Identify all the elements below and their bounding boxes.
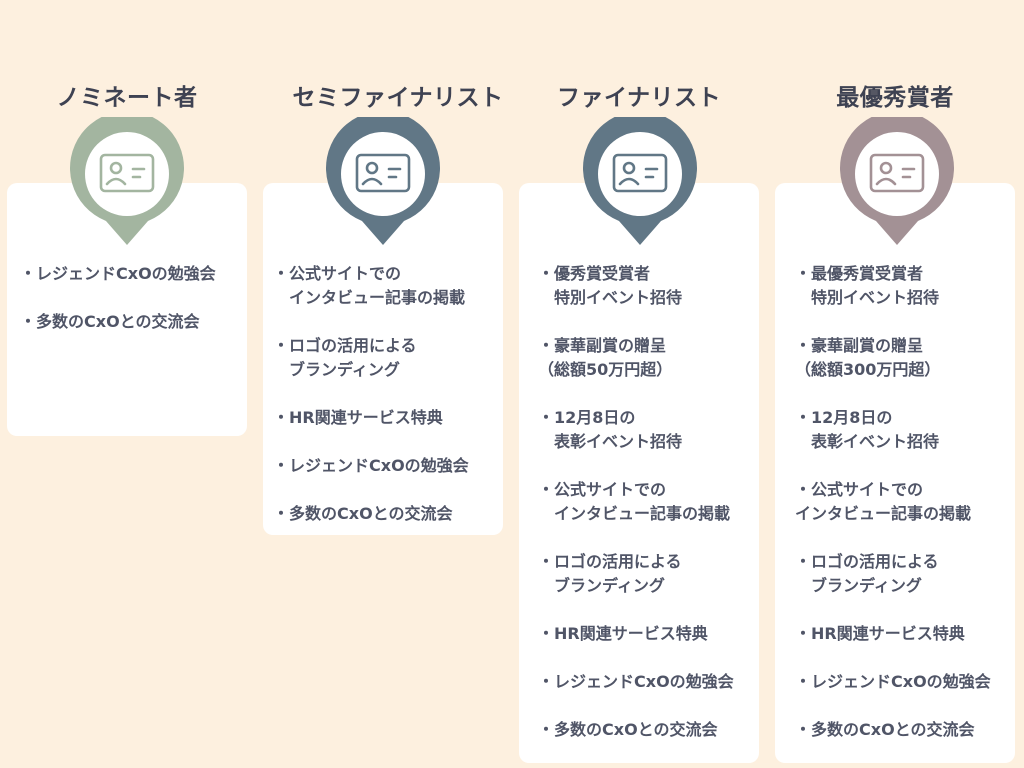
benefit-item: ・ロゴの活用による ブランディング: [273, 336, 417, 379]
benefit-item: ・レジェンドCxOの勉強会: [538, 672, 734, 691]
pin-marker: [70, 117, 184, 247]
benefit-item: ・公式サイトでの インタビュー記事の掲載: [538, 480, 731, 523]
pin-marker: [840, 117, 954, 247]
benefit-item: ・レジェンドCxOの勉強会: [20, 264, 216, 283]
benefit-item: ・公式サイトでの インタビュー記事の掲載: [273, 264, 466, 307]
benefit-item: ・多数のCxOとの交流会: [538, 720, 718, 739]
pin-shape: [840, 117, 954, 245]
benefit-item: ・多数のCxOとの交流会: [20, 312, 200, 331]
pin-marker: [326, 117, 440, 247]
tier-title: ファイナリスト: [556, 85, 722, 111]
pin-shape: [70, 117, 184, 245]
benefit-item: ・HR関連サービス特典: [273, 408, 443, 427]
benefit-item: ・豪華副賞の贈呈 （総額50万円超）: [538, 336, 673, 379]
pin-shape: [326, 117, 440, 245]
benefit-item: ・ロゴの活用による ブランディング: [538, 552, 682, 595]
benefit-item: ・優秀賞受賞者 特別イベント招待: [538, 264, 683, 307]
tier-title: セミファイナリスト: [292, 85, 504, 111]
benefit-item: ・HR関連サービス特典: [795, 624, 965, 643]
benefit-card: [775, 183, 1015, 763]
benefit-item: ・最優秀賞受賞者 特別イベント招待: [795, 264, 940, 307]
benefit-item: ・公式サイトでの インタビュー記事の掲載: [795, 480, 972, 523]
benefit-item: ・多数のCxOとの交流会: [273, 504, 453, 523]
benefit-item: ・12月8日の 表彰イベント招待: [795, 408, 940, 451]
benefit-item: ・HR関連サービス特典: [538, 624, 708, 643]
benefit-item: ・豪華副賞の贈呈 （総額300万円超）: [795, 336, 941, 379]
id-card-icon: [869, 153, 925, 193]
pin-shape: [583, 117, 697, 245]
id-card-icon: [355, 153, 411, 193]
benefit-item: ・ロゴの活用による ブランディング: [795, 552, 939, 595]
benefit-item: ・レジェンドCxOの勉強会: [795, 672, 991, 691]
pin-marker: [583, 117, 697, 247]
tier-title: ノミネート者: [56, 85, 198, 111]
benefit-card: [519, 183, 759, 763]
benefit-item: ・多数のCxOとの交流会: [795, 720, 975, 739]
id-card-icon: [612, 153, 668, 193]
tier-title: 最優秀賞者: [836, 85, 954, 111]
id-card-icon: [99, 153, 155, 193]
benefit-item: ・レジェンドCxOの勉強会: [273, 456, 469, 475]
benefit-item: ・12月8日の 表彰イベント招待: [538, 408, 683, 451]
